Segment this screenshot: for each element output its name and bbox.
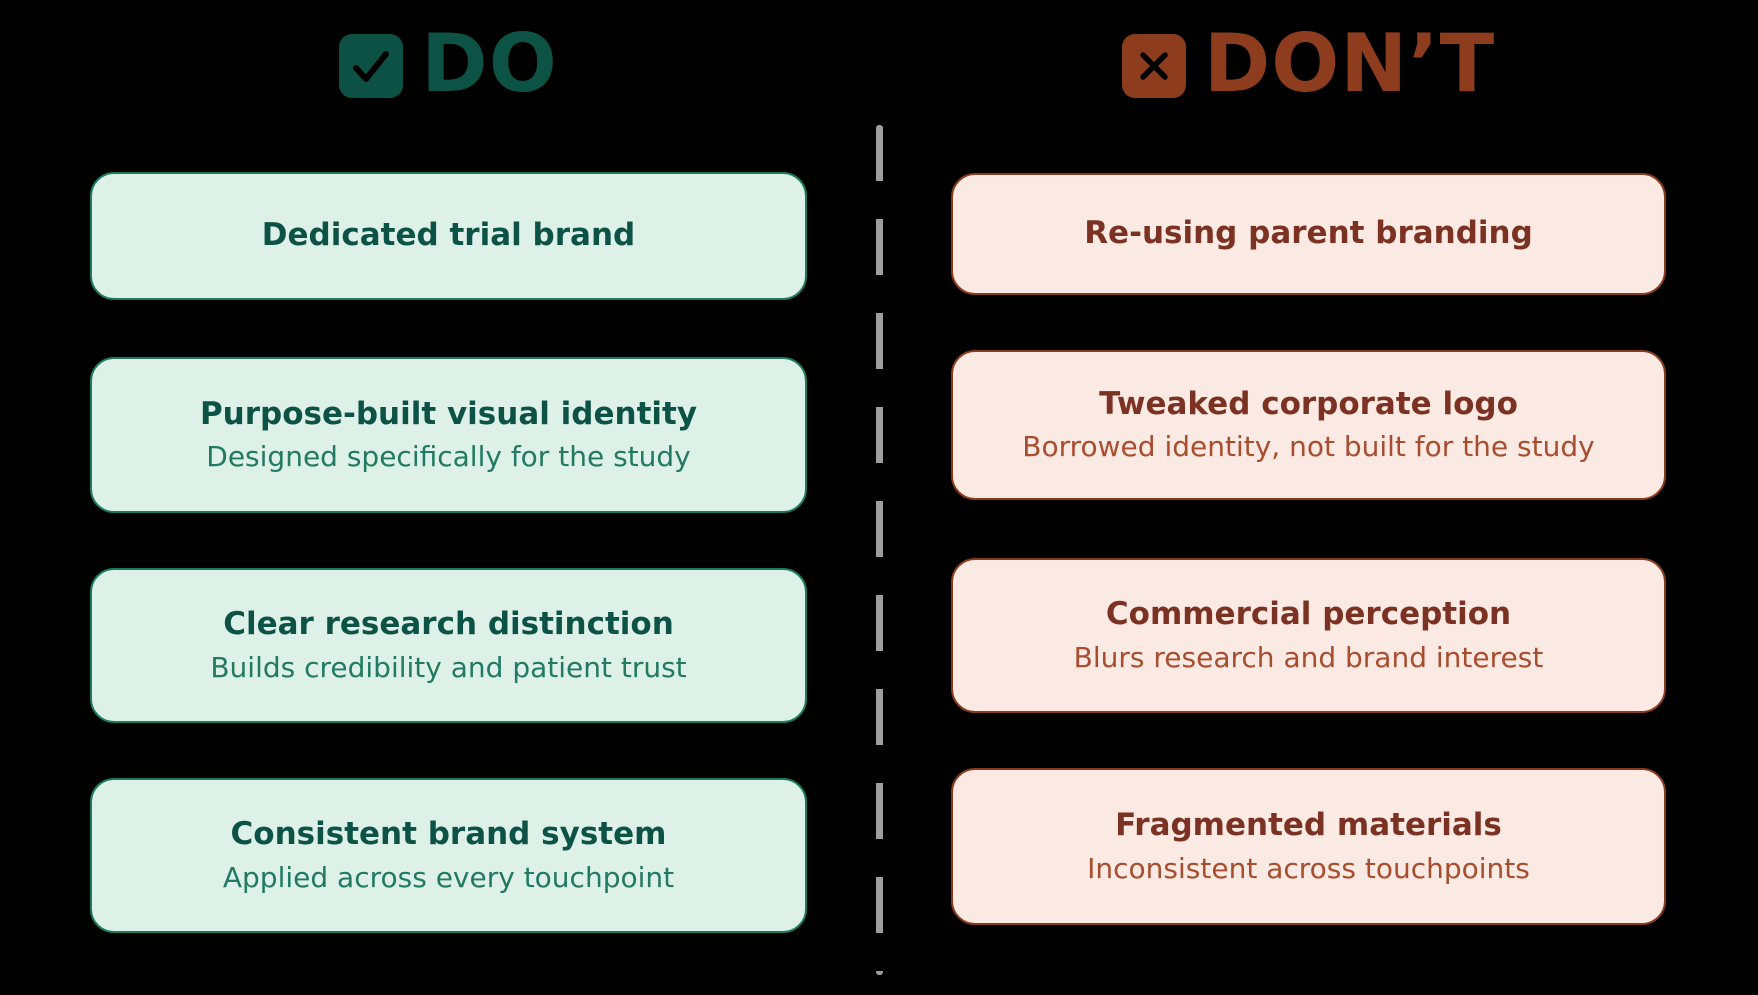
card-subtitle: Builds credibility and patient trust [210, 650, 687, 684]
do-card-purpose-built-visual-identity: Purpose-built visual identity Designed s… [90, 357, 807, 513]
dont-card-commercial-perception: Commercial perception Blurs research and… [951, 558, 1666, 713]
dont-header-label: DON’T [1203, 17, 1496, 110]
do-card-clear-research-distinction: Clear research distinction Builds credib… [90, 568, 807, 723]
x-icon [1121, 34, 1186, 98]
card-title: Purpose-built visual identity [199, 395, 698, 432]
do-header-label: DO [421, 17, 558, 110]
card-title: Re-using parent branding [1084, 215, 1533, 252]
do-card-dedicated-trial-brand: Dedicated trial brand [90, 172, 807, 300]
check-icon [339, 34, 404, 98]
card-subtitle: Blurs research and brand interest [1073, 640, 1544, 674]
do-card-consistent-brand-system: Consistent brand system Applied across e… [90, 778, 807, 933]
column-divider [876, 125, 883, 975]
card-subtitle: Inconsistent across touchpoints [1087, 851, 1530, 885]
dont-card-re-using-parent-branding: Re-using parent branding [951, 173, 1666, 295]
card-title: Fragmented materials [1115, 807, 1502, 844]
card-title: Tweaked corporate logo [1099, 385, 1518, 422]
card-title: Dedicated trial brand [261, 217, 636, 254]
card-title: Consistent brand system [230, 816, 667, 853]
dont-card-tweaked-corporate-logo: Tweaked corporate logo Borrowed identity… [951, 350, 1666, 500]
do-header: DO [90, 24, 807, 108]
card-subtitle: Designed specifically for the study [206, 440, 691, 474]
card-title: Commercial perception [1105, 596, 1512, 633]
card-subtitle: Applied across every touchpoint [222, 860, 675, 894]
dont-header: DON’T [951, 24, 1666, 108]
card-subtitle: Borrowed identity, not built for the stu… [1022, 430, 1595, 464]
dont-card-fragmented-materials: Fragmented materials Inconsistent across… [951, 768, 1666, 925]
card-title: Clear research distinction [223, 606, 674, 643]
